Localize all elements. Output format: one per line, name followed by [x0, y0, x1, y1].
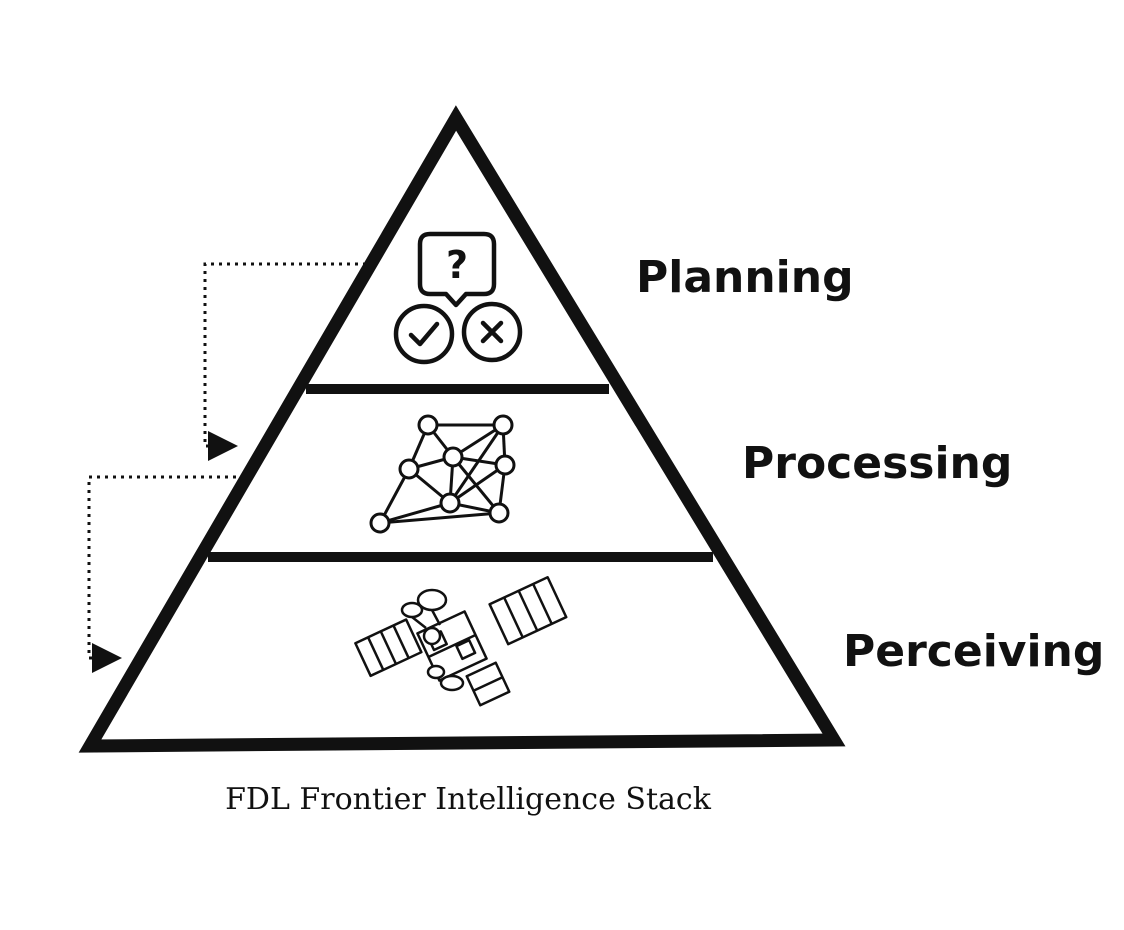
graph-node	[442, 446, 464, 468]
graph-node	[398, 458, 420, 480]
feedback-arrow-planning-to-processing	[203, 262, 366, 461]
tier-label-planning: Planning	[636, 252, 854, 303]
solar-panel-left	[354, 618, 423, 678]
graph-node	[439, 492, 461, 514]
cross-icon	[480, 320, 504, 344]
solar-panel-right	[488, 575, 568, 646]
satellite-icon	[354, 575, 568, 707]
graph-node	[488, 502, 510, 524]
diagram-caption: FDL Frontier Intelligence Stack	[225, 782, 712, 817]
speech-bubble-icon	[417, 231, 497, 308]
tier-label-processing: Processing	[742, 438, 1012, 489]
network-graph-icon	[369, 414, 516, 534]
check-icon	[408, 321, 440, 347]
graph-node	[369, 512, 391, 534]
decision-question-icon: ?	[393, 231, 523, 365]
tier-label-perceiving: Perceiving	[843, 626, 1104, 677]
graph-node	[492, 414, 514, 436]
question-mark: ?	[446, 243, 468, 287]
pyramid-outline	[78, 105, 846, 753]
check-circle-icon	[393, 303, 455, 365]
graph-node	[417, 414, 439, 436]
graph-node	[494, 454, 516, 476]
